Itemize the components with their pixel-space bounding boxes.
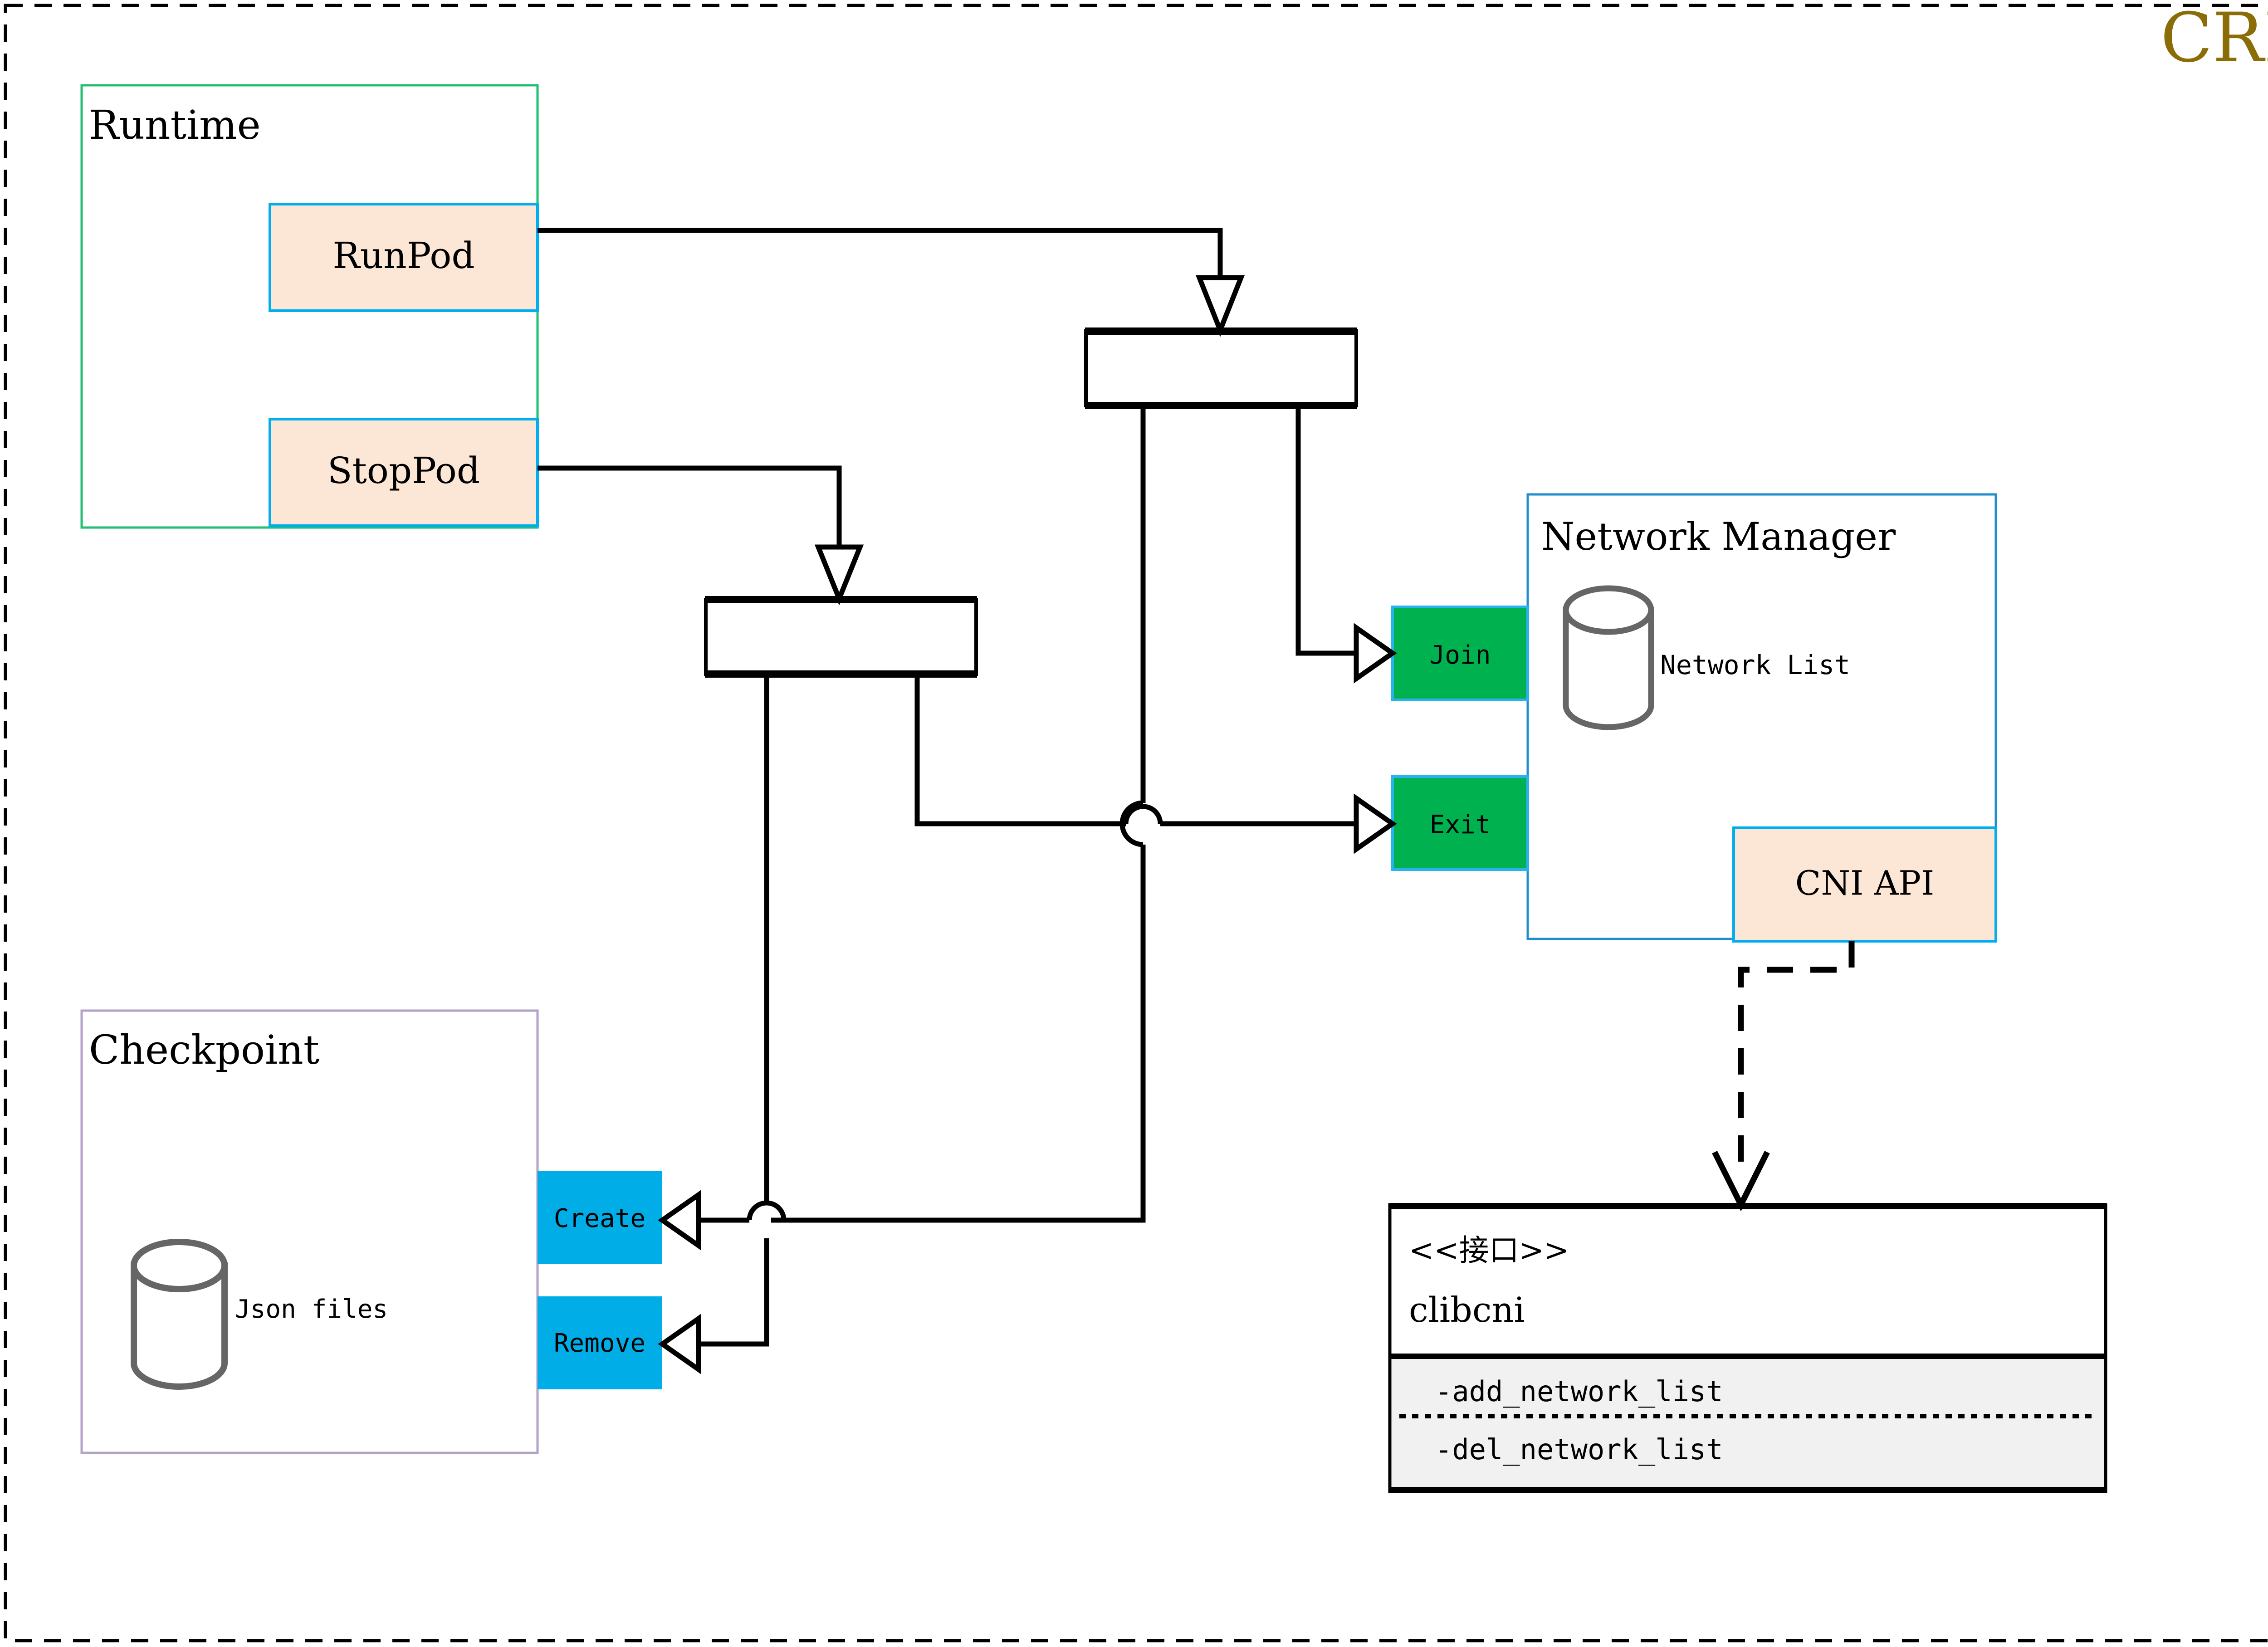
line-hop-create-crossing <box>747 1200 787 1221</box>
remove-box[interactable] <box>538 1296 662 1389</box>
stoppod-box[interactable] <box>269 418 539 527</box>
fork-bar-stoppod <box>704 596 978 678</box>
arrowhead-join <box>1354 623 1397 684</box>
runpod-box[interactable] <box>269 203 539 312</box>
arrowhead-create <box>658 1190 701 1251</box>
exit-box[interactable] <box>1391 775 1529 871</box>
clibcni-name: clibcni <box>1409 1290 1525 1330</box>
fork-bar-runpod <box>1084 327 1358 409</box>
stoppod-label: StopPod <box>327 450 480 492</box>
join-label: Join <box>1430 640 1491 670</box>
outer-dashed-frame <box>4 4 2268 1642</box>
arrowhead-stoppod-fork <box>814 544 864 606</box>
clibcni-method-0: -add_network_list <box>1435 1375 1723 1408</box>
edge-cniapi-to-clibcni <box>1738 941 1855 1177</box>
edge-runpod-to-fork <box>538 228 1223 278</box>
exit-label: Exit <box>1430 810 1491 840</box>
checkpoint-container <box>80 1009 539 1454</box>
edge-fork-to-join <box>1295 406 1356 656</box>
arrowhead-remove <box>658 1314 701 1374</box>
edge-fork-to-create-vertical-lower <box>771 845 1146 1223</box>
cylinder-database-icon-json <box>131 1239 228 1390</box>
edge-fork2-to-exit <box>914 675 1126 826</box>
arrowhead-runpod-fork <box>1195 275 1245 337</box>
join-box[interactable] <box>1391 606 1529 701</box>
line-hop-fork2-crossing <box>1123 804 1163 824</box>
clibcni-method-1: -del_network_list <box>1435 1433 1723 1466</box>
runpod-label: RunPod <box>332 235 474 277</box>
cni-api-box[interactable] <box>1732 826 1997 943</box>
arrowhead-exit <box>1354 793 1397 854</box>
cylinder-database-icon-network-list <box>1563 585 1654 730</box>
cni-api-label: CNI API <box>1795 864 1935 903</box>
checkpoint-store-label: Json files <box>235 1295 388 1324</box>
remove-label: Remove <box>554 1329 645 1358</box>
page-title: CRI <box>2160 0 2268 78</box>
clibcni-methods-compartment <box>1392 1356 2104 1490</box>
edge-stoppod-to-fork <box>538 465 842 547</box>
edge-remove-branch <box>699 1238 769 1347</box>
runtime-title: Runtime <box>89 102 261 148</box>
clibcni-stereotype: <<接口>> <box>1409 1233 1569 1268</box>
create-box[interactable] <box>538 1171 662 1264</box>
arrowhead-clibcni-realization <box>1712 1151 1770 1212</box>
network-manager-store-label: Network List <box>1660 650 1850 680</box>
create-label: Create <box>554 1204 645 1233</box>
network-manager-title: Network Manager <box>1541 514 1896 559</box>
checkpoint-title: Checkpoint <box>89 1026 319 1073</box>
